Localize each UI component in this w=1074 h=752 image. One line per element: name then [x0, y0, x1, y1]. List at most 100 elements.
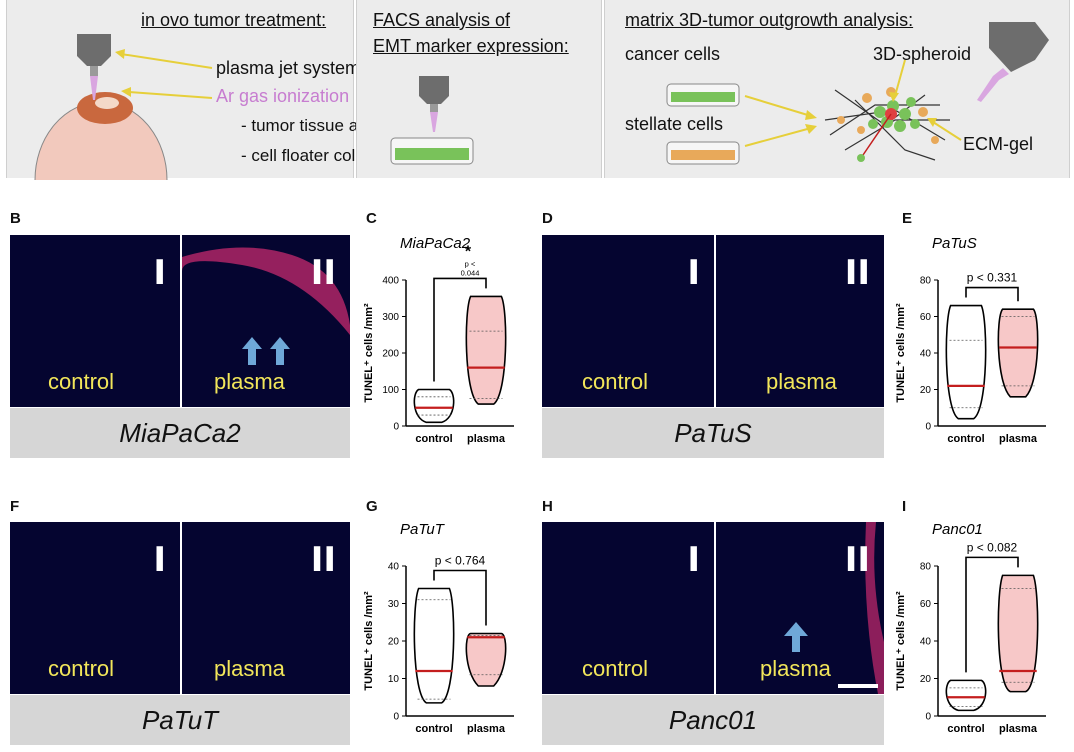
chart-title: Panc01	[932, 521, 983, 538]
micro-f-control: I control	[10, 522, 180, 694]
violin-control	[413, 587, 455, 704]
roman-f-i: I	[153, 540, 166, 580]
y-tick-label: 0	[393, 422, 399, 433]
spheroid-label: 3D-spheroid	[873, 44, 972, 64]
y-tick-label: 400	[382, 276, 399, 287]
y-tick-label: 60	[920, 312, 932, 323]
panel-letter-b: B	[10, 210, 21, 227]
panel-letter-d: D	[542, 210, 553, 227]
y-axis-label: TUNEL⁺ cells /mm²	[363, 303, 375, 403]
cancer-cells-label: cancer cells	[625, 44, 721, 64]
band-h: Panc01	[542, 695, 884, 745]
p-value: p < 0.082	[967, 540, 1018, 554]
cell-line-b: MiaPaCa2	[119, 418, 241, 448]
label-b-plasma: plasma	[214, 369, 285, 394]
y-tick-label: 20	[388, 637, 400, 648]
y-tick-label: 20	[920, 674, 932, 685]
ecm-gel-label: ECM-gel	[963, 134, 1034, 154]
band-d: PaTuS	[542, 408, 884, 458]
3d-title: matrix 3D-tumor outgrowth analysis:	[625, 10, 914, 30]
micro-f-plasma: II plasma	[182, 522, 350, 694]
panel-letter-g: G	[366, 498, 378, 515]
y-tick-label: 60	[920, 599, 932, 610]
micro-h-plasma: II plasma	[716, 522, 884, 694]
p-value: p < 0.764	[435, 554, 486, 568]
cell-line-h: Panc01	[668, 705, 758, 735]
panel-a-box-treatment: in ovo tumor treatment: plasma jet syste…	[6, 0, 410, 180]
label-h-control: control	[582, 656, 649, 681]
p-value: 0.044	[461, 268, 480, 277]
y-tick-label: 100	[382, 385, 399, 396]
x-tick-label: control	[415, 433, 452, 445]
facs-title-line2: EMT marker expression:	[373, 36, 569, 56]
violin-plasma	[997, 308, 1039, 398]
micro-b-plasma: II plasma	[182, 235, 350, 407]
annotation-arrows	[115, 49, 213, 99]
roman-h-i: I	[687, 540, 700, 580]
x-tick-label: control	[947, 723, 984, 735]
roman-f-ii: II	[310, 540, 336, 580]
stellate-cells-label: stellate cells	[625, 114, 724, 134]
arrow-up-icon	[242, 337, 290, 365]
p-value: p <	[465, 259, 476, 268]
violin-plasma	[465, 632, 507, 687]
cell-line-d: PaTuS	[674, 418, 752, 448]
ar-gas-label: Ar gas ionization	[216, 86, 350, 106]
panel-a-box-facs: FACS analysis of EMT marker expression:	[356, 0, 602, 178]
facs-dish-illustration	[390, 76, 474, 165]
chart-title: PaTuS	[932, 235, 977, 252]
micro-d-plasma: II plasma	[716, 235, 884, 407]
x-tick-label: control	[947, 433, 984, 445]
panel-letter-h: H	[542, 498, 553, 515]
significance-bracket	[433, 277, 487, 382]
tunel-edge-stain	[865, 522, 884, 694]
cell-line-f: PaTuT	[141, 705, 219, 735]
band-f: PaTuT	[10, 695, 350, 745]
chart-title: PaTuT	[400, 521, 446, 538]
violin-control	[945, 679, 987, 712]
label-b-control: control	[48, 369, 115, 394]
x-tick-label: plasma	[999, 723, 1038, 735]
y-tick-label: 0	[925, 712, 931, 723]
y-tick-label: 0	[393, 712, 399, 723]
panel-letter-c: C	[366, 210, 377, 227]
micro-h-control: I control	[542, 522, 714, 694]
y-tick-label: 10	[388, 674, 400, 685]
violin-plasma	[997, 574, 1039, 693]
arrow-up-icon	[784, 622, 808, 652]
y-axis-label: TUNEL⁺ cells /mm²	[895, 591, 907, 691]
y-tick-label: 300	[382, 312, 399, 323]
panel-letter-i: I	[902, 498, 907, 515]
box-treatment-title: in ovo tumor treatment:	[141, 10, 327, 30]
roman-h-ii: II	[844, 540, 870, 580]
band-b: MiaPaCa2	[10, 408, 350, 458]
spheroid-illustration	[666, 22, 1049, 165]
y-tick-label: 40	[920, 349, 932, 360]
label-f-plasma: plasma	[214, 656, 285, 681]
tunel-edge-stain	[182, 247, 350, 335]
p-value: p < 0.331	[967, 271, 1018, 285]
label-d-plasma: plasma	[766, 369, 837, 394]
panel-a-box-3d: matrix 3D-tumor outgrowth analysis: canc…	[604, 0, 1070, 178]
y-tick-label: 80	[920, 562, 932, 573]
label-f-control: control	[48, 656, 115, 681]
micro-d-control: I control	[542, 235, 714, 407]
plasma-jet-icon	[77, 34, 111, 100]
y-tick-label: 0	[925, 422, 931, 433]
roman-d-i: I	[687, 253, 700, 293]
y-axis-label: TUNEL⁺ cells /mm²	[895, 303, 907, 403]
label-d-control: control	[582, 369, 649, 394]
roman-d-ii: II	[844, 253, 870, 293]
y-axis-label: TUNEL⁺ cells /mm²	[363, 591, 375, 691]
significance-star: *	[465, 243, 472, 260]
significance-bracket	[965, 286, 1019, 302]
y-tick-label: 80	[920, 276, 932, 287]
y-tick-label: 30	[388, 599, 400, 610]
facs-title-line1: FACS analysis of	[373, 10, 511, 30]
x-tick-label: plasma	[999, 433, 1038, 445]
egg-illustration	[34, 92, 168, 180]
y-tick-label: 40	[920, 637, 932, 648]
x-tick-label: plasma	[467, 433, 506, 445]
